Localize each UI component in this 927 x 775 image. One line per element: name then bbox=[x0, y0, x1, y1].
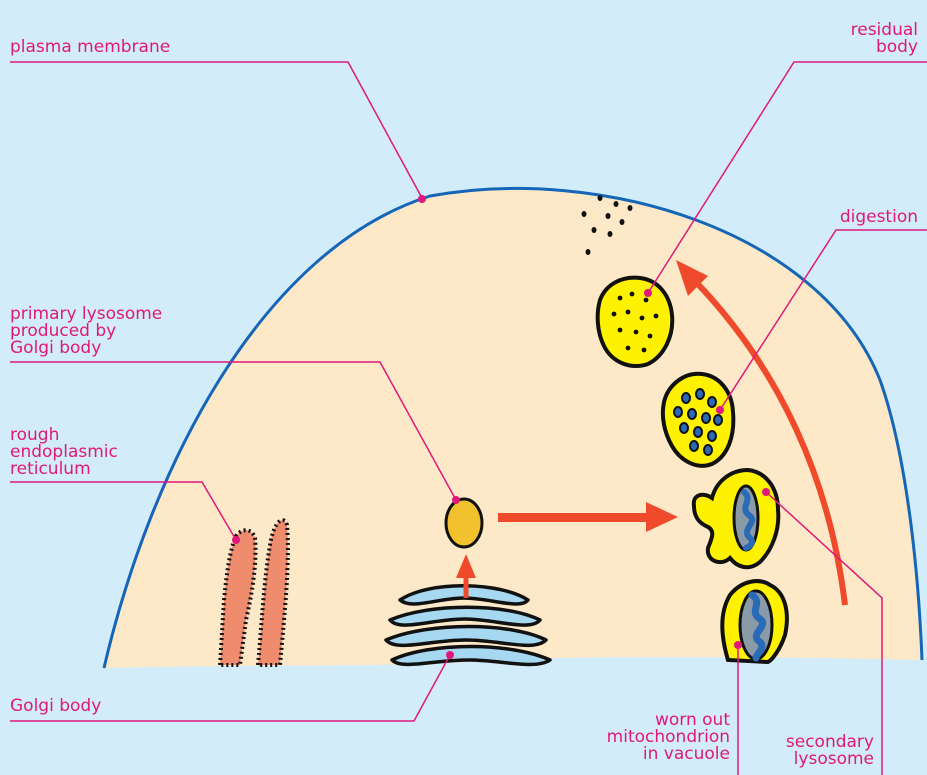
label-golgi-body: Golgi body bbox=[10, 698, 101, 715]
label-plasma-membrane: plasma membrane bbox=[10, 39, 170, 56]
residual-body bbox=[598, 278, 673, 366]
label-primary-lysosome: primary lysosome produced by Golgi body bbox=[10, 306, 162, 357]
vacuole-with-mitochondrion bbox=[722, 581, 787, 662]
label-worn-out-mitochondrion: worn out mitochondrion in vacuole bbox=[607, 712, 730, 763]
label-rough-endoplasmic-reticulum: rough endoplasmic reticulum bbox=[10, 427, 118, 478]
label-digestion: digestion bbox=[840, 209, 918, 226]
label-residual-body: residual body bbox=[851, 22, 918, 56]
label-secondary-lysosome: secondary lysosome bbox=[786, 734, 874, 768]
primary-lysosome bbox=[446, 499, 482, 547]
leader-plasma-membrane bbox=[10, 62, 422, 198]
